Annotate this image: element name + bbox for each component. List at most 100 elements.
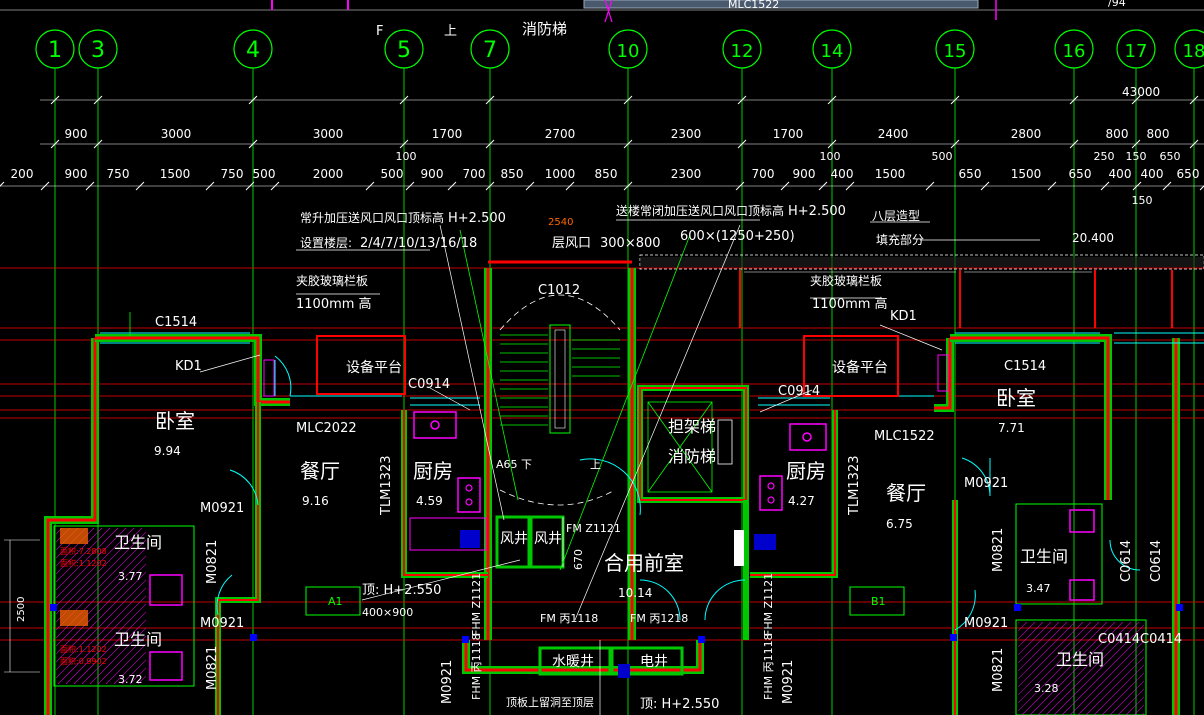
component-label: A65 下 <box>496 458 532 471</box>
platform-labels: 设备平台 设备平台 <box>346 359 888 376</box>
dim-tick <box>950 139 960 149</box>
bathrooms <box>53 503 1147 715</box>
component-labels: C1514 C1514 KD1 KD1 C0914 C0914 C1012 ML… <box>155 283 1182 704</box>
hatch-line <box>1018 622 1052 656</box>
dim-tick <box>827 95 837 105</box>
shaft-label: 风井 <box>500 531 528 547</box>
hatch-line <box>56 579 146 671</box>
dim-text: 650 <box>1069 167 1092 181</box>
hatch-note: 面积:7.2808 <box>60 546 107 556</box>
room-name: 卫生间 <box>114 533 162 552</box>
dim-text: 500 <box>932 150 953 163</box>
component-label: 上 <box>590 458 601 471</box>
hatch-line <box>1021 622 1116 715</box>
axis-label: 4 <box>246 38 260 63</box>
vertical-dim-text: 2500 <box>16 597 27 622</box>
dim-tick <box>735 181 745 191</box>
axis-label: 7 <box>483 38 497 63</box>
component-label: FHM Z1121 <box>762 573 775 636</box>
dim-tick <box>1162 181 1172 191</box>
component-label: FM Z1121 <box>566 522 621 535</box>
dim-tick <box>925 181 935 191</box>
dim-text: 150 <box>1132 194 1153 207</box>
component-label: FM 丙1118 <box>540 612 598 625</box>
hatch-line <box>73 611 146 684</box>
platform-label: 设备平台 <box>346 359 402 376</box>
component-label: M0821 <box>991 648 1006 692</box>
component-label: FHM 丙1118 <box>762 633 775 700</box>
room-name: 合用前室 <box>604 551 684 575</box>
hatch-line <box>1085 656 1144 715</box>
dim-tick <box>1069 95 1079 105</box>
dim-tick <box>1189 95 1199 105</box>
dim-text: 650 <box>1177 167 1200 181</box>
axis-label: 14 <box>821 41 844 62</box>
dim-tick <box>737 139 747 149</box>
dim-tick <box>1189 139 1199 149</box>
dim-text: 1000 <box>545 167 576 181</box>
elevator-label: 担架梯 <box>668 417 716 436</box>
hatch-line <box>56 528 143 615</box>
top-strip-text: F <box>376 24 383 39</box>
hatch-line <box>1053 624 1144 715</box>
dim-tick <box>818 181 828 191</box>
hatch-note: 面积:1.1202 <box>60 644 107 654</box>
dim-tick <box>565 181 575 191</box>
dim-tick <box>623 139 633 149</box>
hatch-line <box>1077 648 1144 715</box>
room-area: 4.59 <box>416 494 443 508</box>
component-label: M0921 <box>964 476 1008 491</box>
dim-text: 1700 <box>773 127 804 141</box>
dim-tick <box>780 181 790 191</box>
dim-tick <box>85 181 95 191</box>
axis-label: 16 <box>1063 41 1086 62</box>
room-name: 餐厅 <box>300 459 340 483</box>
vertical-dimension: 2500 <box>4 539 40 673</box>
dim-text: 100 <box>396 150 417 163</box>
dim-tick <box>1132 181 1142 191</box>
annotation: 1100mm 高 <box>296 296 372 312</box>
dim-tick <box>485 139 495 149</box>
dimension-lines <box>0 99 1204 187</box>
dim-text: 650 <box>959 167 982 181</box>
hatch-line <box>113 651 146 684</box>
dim-text: 1700 <box>432 127 463 141</box>
annotation: H+2.500 <box>788 204 846 219</box>
dim-text: 2000 <box>313 167 344 181</box>
component-label: M0921 <box>781 660 796 704</box>
hatch-line <box>1069 640 1144 715</box>
component-label: TLM1323 <box>379 456 394 516</box>
dim-tick <box>270 181 280 191</box>
hatch-line <box>56 547 146 639</box>
annotation: 层风口 <box>552 236 591 251</box>
annotation: 设置楼层: <box>300 235 352 250</box>
component-label: M0821 <box>205 540 220 584</box>
axis-bubble <box>722 29 762 69</box>
hatch-line <box>1029 622 1124 715</box>
hatch-line <box>56 563 146 655</box>
hatch-line <box>105 643 146 684</box>
dim-text: 900 <box>793 167 816 181</box>
component-label: C0614 <box>1119 540 1134 582</box>
overall-dimension: 43000 <box>1122 85 1160 99</box>
doors <box>216 355 1141 631</box>
markers <box>50 354 1183 643</box>
dim-tick <box>399 139 409 149</box>
dim-tick <box>93 139 103 149</box>
dim-text: 700 <box>752 167 775 181</box>
hatch-line <box>1037 622 1132 715</box>
hatch-line <box>1093 664 1144 715</box>
axis-label: 12 <box>731 41 754 62</box>
hatch-line <box>1018 622 1092 696</box>
dim-text: 650 <box>1160 150 1181 163</box>
axis-bubble <box>35 29 75 69</box>
room-name: 卫生间 <box>1020 547 1068 566</box>
room-labels: 卧室 9.94 餐厅 9.16 厨房 4.59 合用前室 10.14 厨房 4.… <box>114 386 1104 695</box>
hatch-line <box>1018 622 1068 672</box>
dim-tick <box>1047 181 1057 191</box>
dim-text: 100 <box>820 150 841 163</box>
dim-tick <box>950 95 960 105</box>
dimension-ticks <box>0 95 1204 191</box>
hatch-line <box>56 528 135 607</box>
